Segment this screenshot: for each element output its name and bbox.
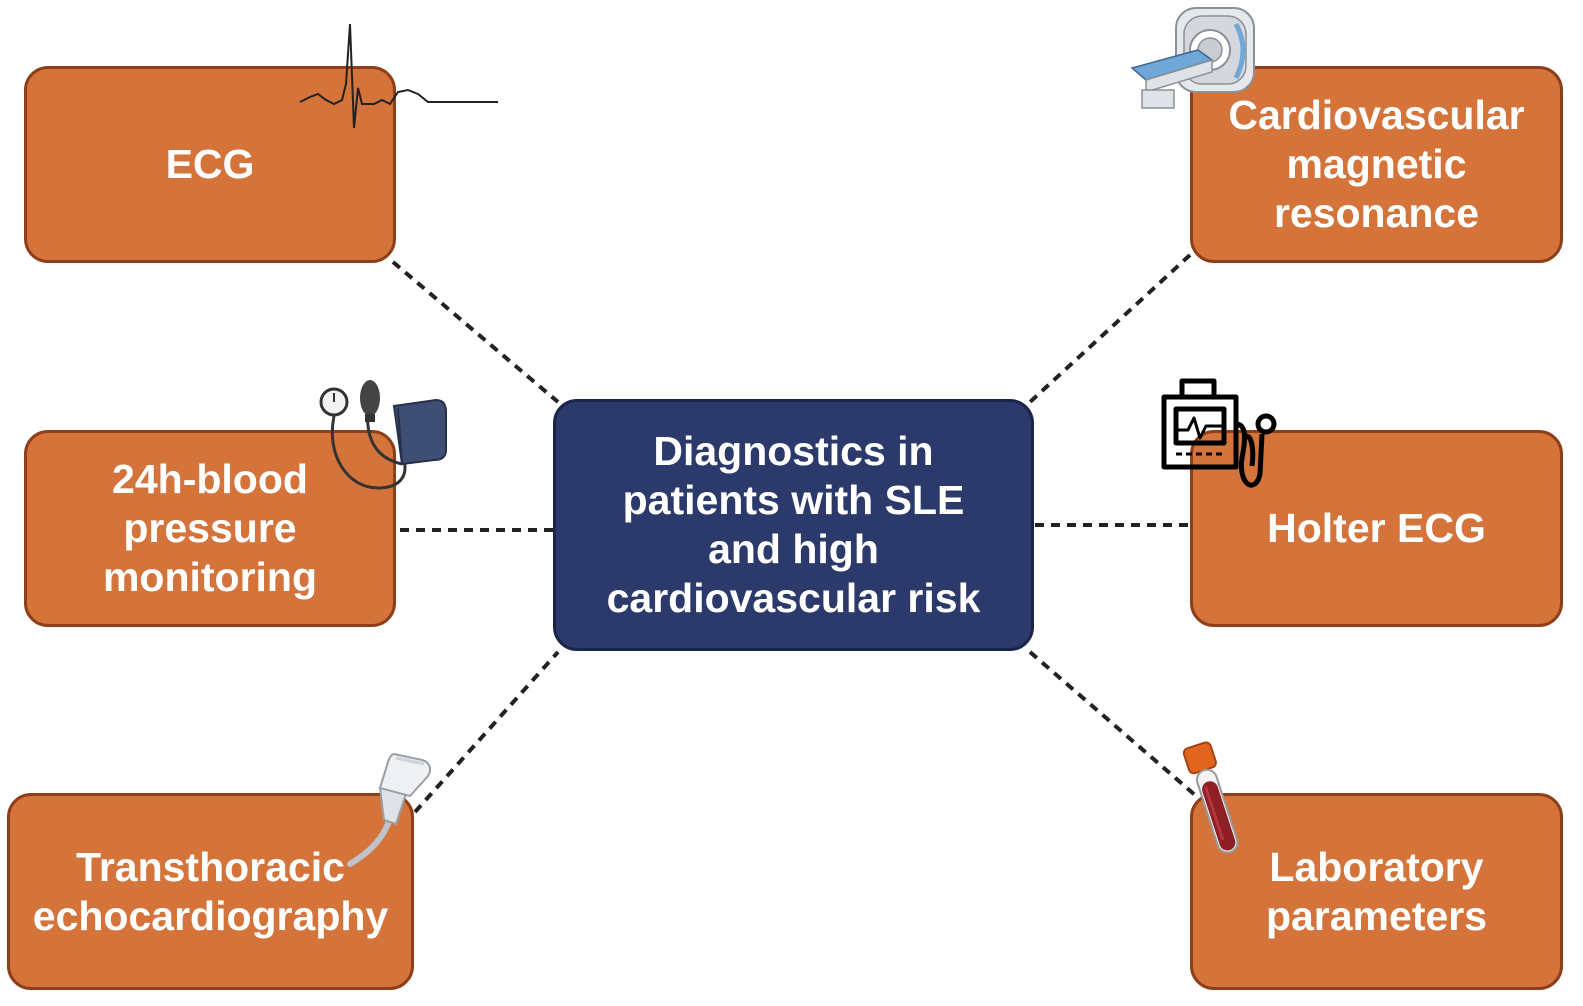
connector-echo: [413, 650, 560, 814]
connector-ecg: [391, 260, 560, 404]
center-node: Diagnostics in patients with SLE and hig…: [553, 399, 1034, 651]
connector-lab: [1028, 650, 1197, 797]
node-lab: Laboratory parameters: [1190, 793, 1563, 990]
blood-pressure-cuff-icon: [319, 380, 447, 490]
node-echo-label: Transthoracic echocardiography: [32, 843, 389, 939]
blood-tube-icon: [1182, 741, 1239, 854]
node-bp-label: 24h-blood pressure monitoring: [102, 456, 318, 600]
ecg-trace-icon: [299, 23, 498, 129]
holter-monitor-icon: [1161, 378, 1277, 488]
node-lab-label: Laboratory parameters: [1265, 843, 1488, 939]
node-echo: Transthoracic echocardiography: [7, 793, 414, 990]
connector-cmr: [1028, 253, 1192, 404]
node-ecg-label: ECG: [165, 141, 255, 187]
node-holter-label: Holter ECG: [1267, 505, 1486, 551]
node-cmr: Cardiovascular magnetic resonance: [1190, 66, 1563, 263]
node-bp: 24h-blood pressure monitoring: [24, 430, 396, 627]
mri-scanner-icon: [1130, 7, 1255, 109]
node-ecg: ECG: [24, 66, 396, 263]
center-label: Diagnostics in patients with SLE and hig…: [606, 428, 981, 621]
node-cmr-label: Cardiovascular magnetic resonance: [1228, 92, 1525, 236]
ultrasound-probe-icon: [347, 752, 431, 867]
